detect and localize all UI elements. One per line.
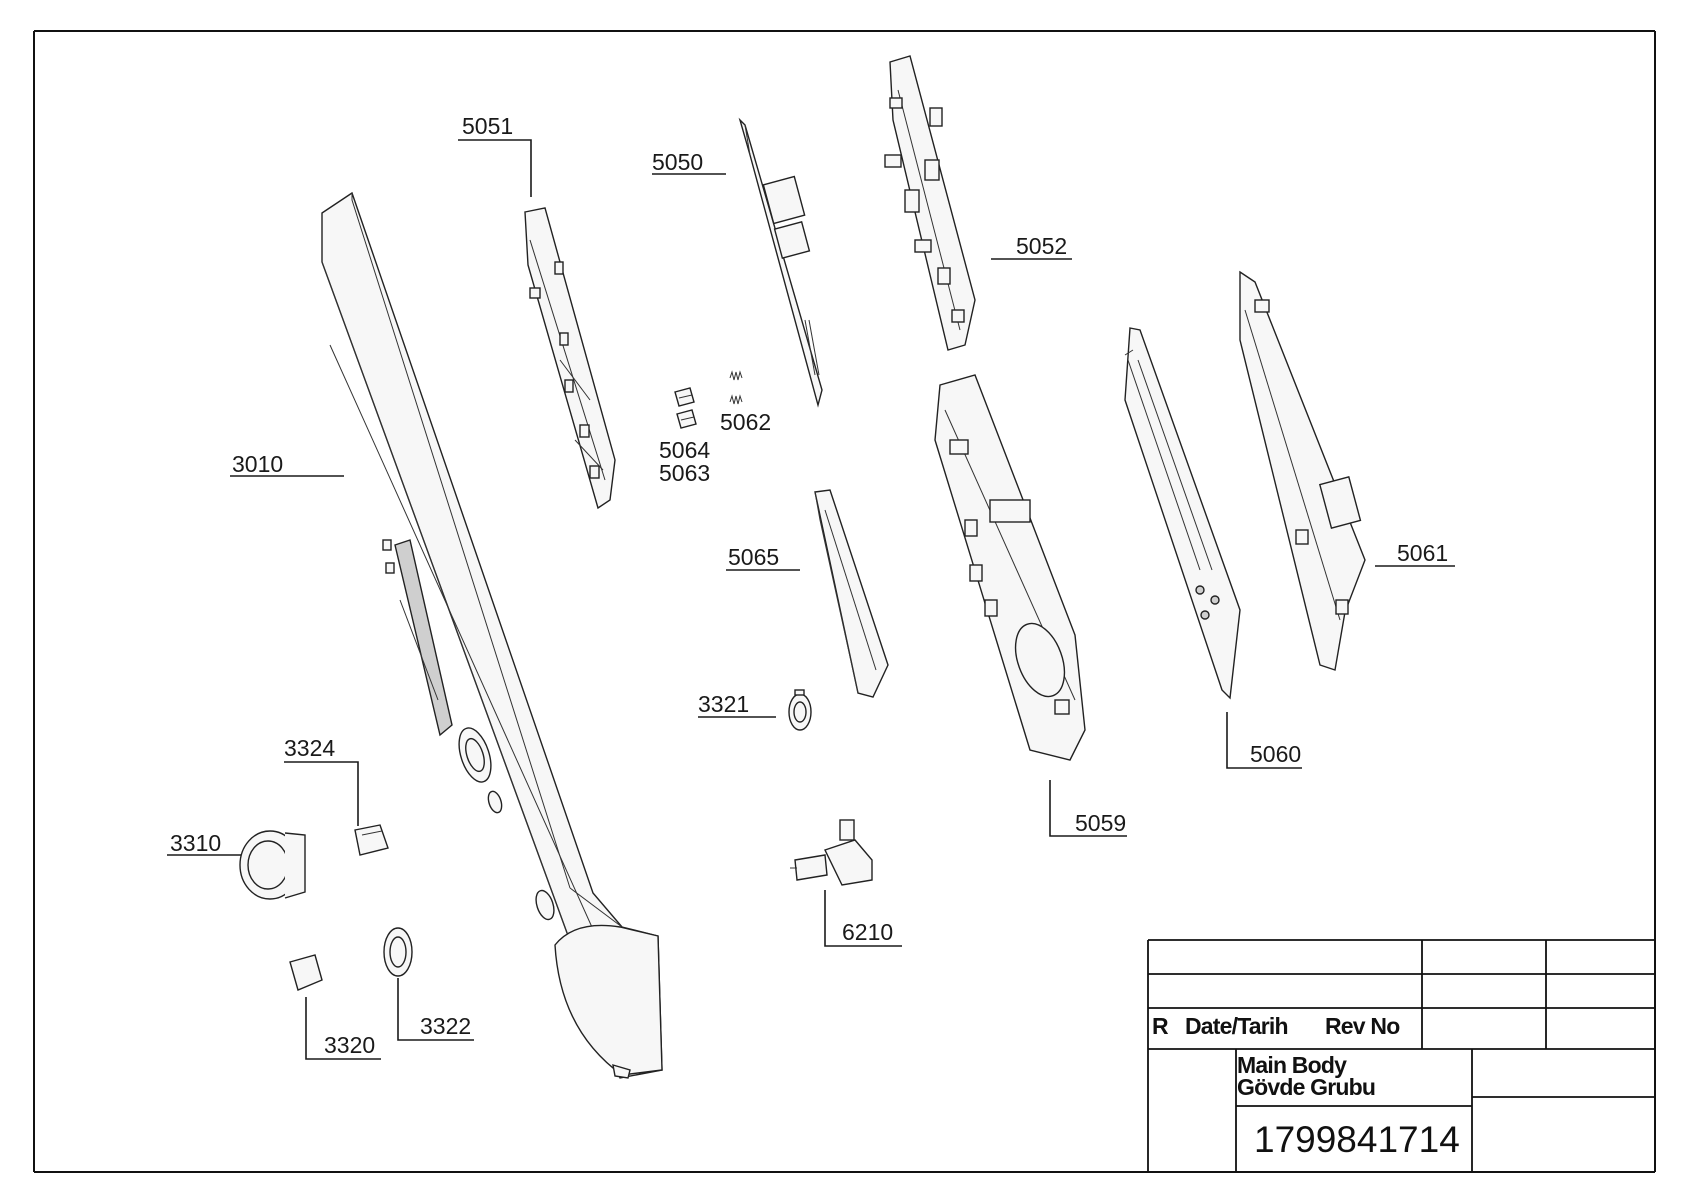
part-5050-pcb [738, 117, 823, 408]
part-label-3324: 3324 [284, 735, 335, 761]
part-label-3322: 3322 [420, 1013, 471, 1039]
part-5052-frame [884, 55, 976, 351]
part-label-3321: 3321 [698, 691, 749, 717]
rev-date-header: Date/Tarih [1185, 1013, 1288, 1039]
leader-6210 [824, 890, 902, 947]
part-label-5060: 5060 [1250, 741, 1301, 767]
part-label-6210: 6210 [842, 919, 893, 945]
title-block [1147, 939, 1655, 1172]
leader-3324 [284, 761, 359, 826]
part-5059-housing [934, 374, 1086, 761]
part-5060-display-pcb [1124, 327, 1241, 700]
part-3321-button [788, 689, 812, 731]
part-3322-ring [383, 927, 413, 977]
part-3010-panel [321, 191, 663, 1079]
rev-number-header: Rev No [1325, 1013, 1400, 1039]
part-label-5064: 5064 [659, 437, 710, 463]
part-label-5061: 5061 [1397, 540, 1448, 566]
part-label-5052: 5052 [1016, 233, 1067, 259]
part-label-5063: 5063 [659, 460, 710, 486]
leader-5051 [458, 139, 532, 197]
part-5062-springs [729, 370, 743, 405]
leader-3320 [305, 997, 381, 1060]
part-label-5065: 5065 [728, 544, 779, 570]
part-5064-cap [674, 387, 695, 407]
part-label-3310: 3310 [170, 830, 221, 856]
leader-5059 [1049, 780, 1127, 837]
drawing-number: 1799841714 [1254, 1119, 1460, 1160]
part-label-5059: 5059 [1075, 810, 1126, 836]
part-3324-clip [354, 824, 389, 856]
part-label-3010: 3010 [232, 451, 283, 477]
part-5051-holder [524, 207, 616, 510]
part-5061-cover [1239, 270, 1366, 671]
leader-3322 [397, 978, 474, 1041]
part-label-5050: 5050 [652, 149, 703, 175]
part-label-3320: 3320 [324, 1032, 375, 1058]
part-3310-knob [239, 830, 306, 900]
part-label-5062: 5062 [720, 409, 771, 435]
part-3320-cap [289, 954, 323, 991]
drawing-title-en: Main Body [1237, 1052, 1347, 1078]
rev-letter: R [1152, 1013, 1169, 1039]
part-6210-switch [790, 819, 873, 886]
part-5065-window [814, 489, 889, 698]
part-5063-cap [676, 409, 697, 429]
drawing-title-tr: Gövde Grubu [1237, 1074, 1375, 1100]
leader-5060 [1226, 712, 1302, 769]
part-label-5051: 5051 [462, 113, 513, 139]
